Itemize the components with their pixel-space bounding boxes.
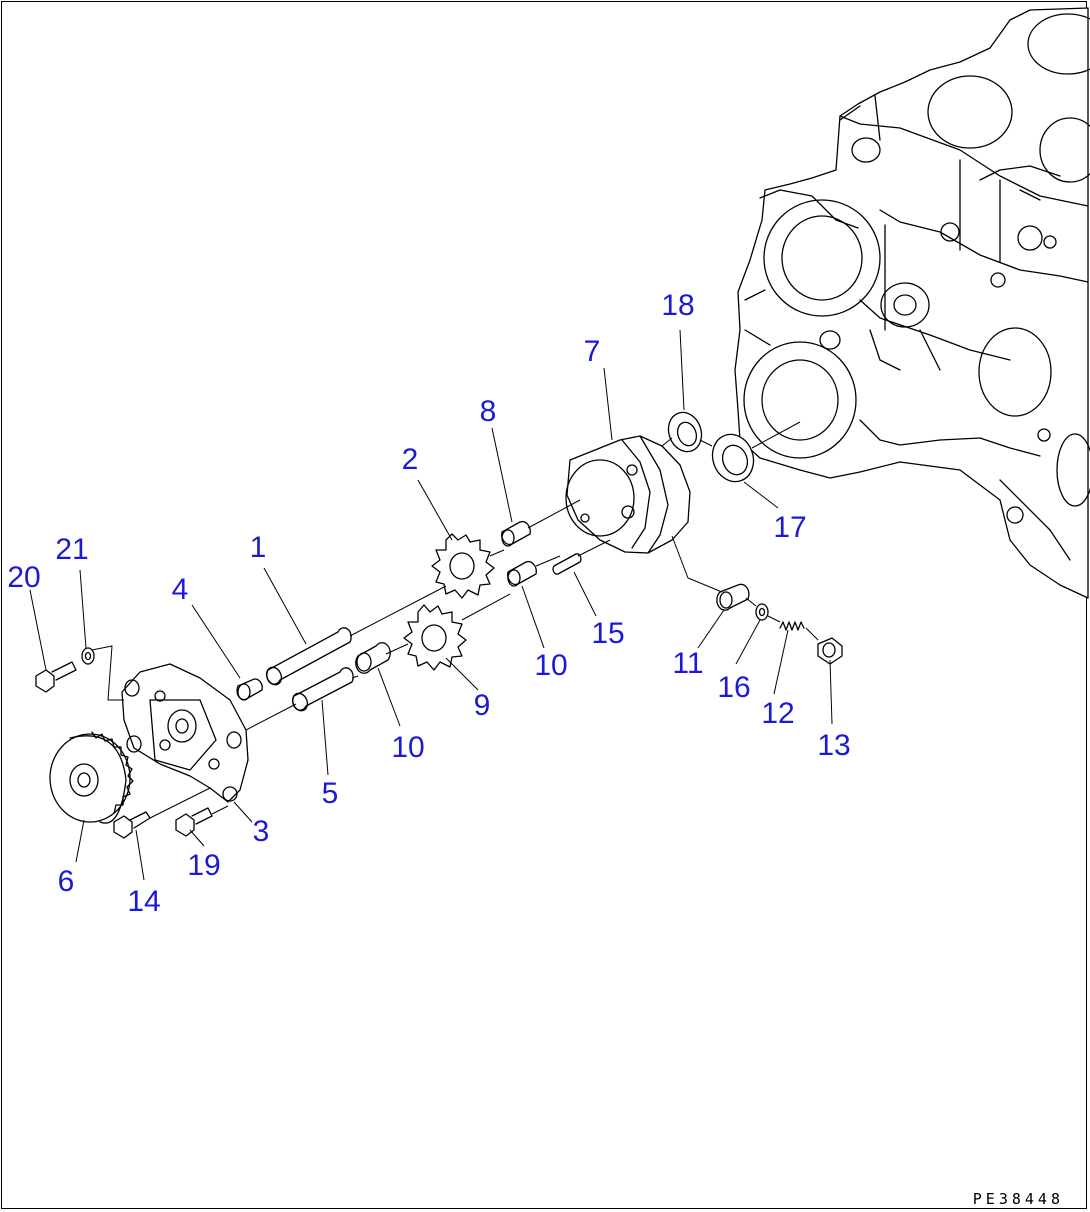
callout-1: 1 xyxy=(249,531,267,564)
callout-15: 15 xyxy=(591,617,625,650)
pump-body-7 xyxy=(565,435,691,554)
callout-20: 20 xyxy=(7,561,41,594)
callout-4: 4 xyxy=(171,573,189,606)
callout-14: 14 xyxy=(127,885,161,918)
callout-13: 13 xyxy=(817,729,851,762)
washer-16 xyxy=(755,603,769,621)
callout-16: 16 xyxy=(717,671,751,704)
callout-10-upper: 10 xyxy=(534,649,568,682)
callout-3: 3 xyxy=(252,815,270,848)
callout-12: 12 xyxy=(761,697,795,730)
spring-12 xyxy=(779,621,805,631)
bushing-10-upper xyxy=(507,560,537,587)
driven-gear-9 xyxy=(403,604,467,671)
shaft-5 xyxy=(291,667,354,712)
valve-11 xyxy=(716,583,750,611)
bushing-4 xyxy=(236,678,263,701)
engine-block xyxy=(734,7,1090,599)
seal-17 xyxy=(711,433,755,483)
pump-cover-3 xyxy=(121,663,249,803)
callout-11: 11 xyxy=(672,647,704,680)
pin-15 xyxy=(552,553,582,575)
bolt-19 xyxy=(175,807,213,837)
gear-6 xyxy=(49,731,134,824)
plug-13 xyxy=(817,637,843,665)
leader-lines xyxy=(29,329,833,881)
callout-9: 9 xyxy=(473,689,491,722)
seal-18 xyxy=(667,411,703,453)
callout-18: 18 xyxy=(661,289,695,322)
callout-2: 2 xyxy=(401,443,419,476)
drawing-code: PE38448 xyxy=(972,1190,1064,1208)
callout-21: 21 xyxy=(55,533,89,566)
bushing-10-lower xyxy=(355,642,391,674)
callout-7: 7 xyxy=(583,335,601,368)
washer-21 xyxy=(81,647,95,665)
callout-6: 6 xyxy=(57,865,75,898)
bolt-14 xyxy=(113,811,151,839)
drive-gear-2 xyxy=(431,533,495,599)
callout-19: 19 xyxy=(187,849,221,882)
assembly-lines xyxy=(91,421,819,819)
bushing-8 xyxy=(501,520,531,547)
callout-10-lower: 10 xyxy=(391,731,425,764)
callout-17: 17 xyxy=(773,511,807,544)
callout-8: 8 xyxy=(479,395,497,428)
shaft-1 xyxy=(265,627,352,686)
bolt-20 xyxy=(35,661,77,693)
callout-5: 5 xyxy=(321,777,339,810)
